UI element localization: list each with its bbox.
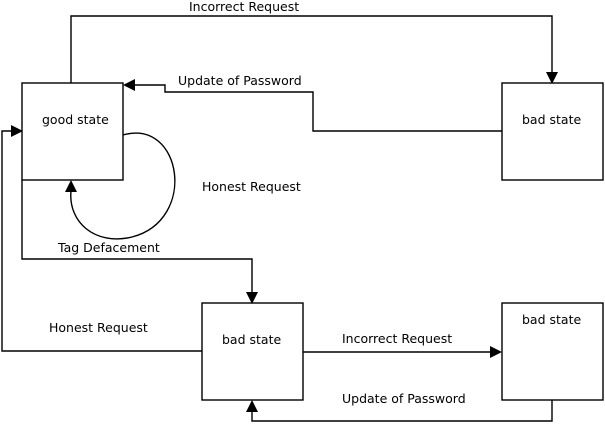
edge-honest-request-loop-line xyxy=(70,132,176,240)
state-bad-bottom-right: bad state xyxy=(501,302,604,401)
edge-honest-request-back-arrowhead xyxy=(11,125,23,137)
edge-update-password-top-arrowhead xyxy=(123,79,135,91)
state-bad-bottom-right-box xyxy=(501,302,604,401)
state-good-label: good state xyxy=(42,112,109,127)
edge-update-password-top-line xyxy=(134,84,502,132)
state-bad-bottom-right-label: bad state xyxy=(522,312,581,327)
edge-incorrect-request-top-line xyxy=(70,15,553,83)
edge-honest-request-loop-label: Honest Request xyxy=(202,179,301,194)
state-bad-bottom-middle: bad state xyxy=(201,302,304,401)
edge-incorrect-request-top-arrowhead xyxy=(546,72,558,84)
edge-honest-request-loop: Honest Request xyxy=(65,132,301,240)
state-bad-top-right-box xyxy=(501,82,604,181)
edge-update-password-bottom-label: Update of Password xyxy=(342,391,466,406)
edge-tag-defacement: Tag Defacement xyxy=(21,180,258,304)
edge-honest-request-loop-arrowhead xyxy=(65,180,77,192)
edge-incorrect-request-bottom-arrowhead xyxy=(490,346,502,358)
state-bad-top-right-label: bad state xyxy=(522,112,581,127)
edge-incorrect-request-bottom-label: Incorrect Request xyxy=(342,331,452,346)
edge-update-password-bottom: Update of Password xyxy=(246,391,553,422)
edge-tag-defacement-label: Tag Defacement xyxy=(57,240,160,255)
edge-tag-defacement-line xyxy=(21,180,253,293)
state-bad-bottom-middle-label: bad state xyxy=(222,332,281,347)
state-bad-bottom-middle-box xyxy=(201,302,304,401)
state-good-box xyxy=(21,82,124,181)
edge-honest-request-back: Honest Request xyxy=(1,125,202,352)
edge-honest-request-back-line xyxy=(1,130,202,352)
edge-update-password-bottom-line xyxy=(251,400,553,422)
edge-incorrect-request-top: Incorrect Request xyxy=(70,0,558,84)
state-good: good state xyxy=(21,82,124,181)
edge-honest-request-back-label: Honest Request xyxy=(49,320,148,335)
edge-incorrect-request-top-label: Incorrect Request xyxy=(189,0,299,14)
edge-update-password-bottom-arrowhead xyxy=(246,400,258,412)
edge-tag-defacement-arrowhead xyxy=(246,292,258,304)
edge-update-password-top-label: Update of Password xyxy=(178,73,302,88)
edge-incorrect-request-bottom: Incorrect Request xyxy=(303,331,502,358)
edge-update-password-top: Update of Password xyxy=(123,73,502,132)
state-bad-top-right: bad state xyxy=(501,82,604,181)
